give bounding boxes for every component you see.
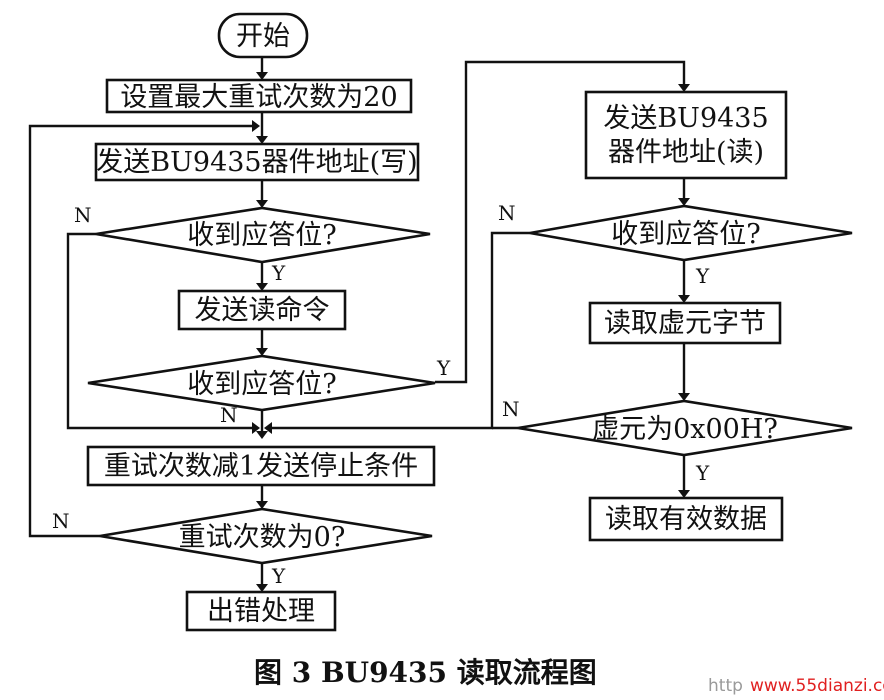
send-address-write-label: 发送BU9435器件地址(写) bbox=[96, 147, 417, 178]
figure-caption: 图 3 BU9435 读取流程图 bbox=[254, 656, 597, 689]
read-valid-data-label: 读取有效数据 bbox=[605, 504, 767, 535]
error-handling-process bbox=[185, 590, 337, 632]
ack3-label: 收到应答位? bbox=[611, 219, 760, 250]
arrowhead bbox=[256, 348, 268, 356]
arrowhead bbox=[256, 136, 268, 144]
retry-decrement-label: 重试次数减1发送停止条件 bbox=[104, 451, 418, 482]
read-dummy-byte-process bbox=[588, 301, 782, 345]
arrowhead bbox=[678, 393, 690, 401]
edge-label-ack3-yes: Y bbox=[695, 264, 710, 288]
edge-label-ack1-yes: Y bbox=[271, 261, 286, 285]
ack1-decision bbox=[95, 206, 431, 264]
retry-zero-decision bbox=[99, 507, 433, 565]
edge-label-dummy-yes: Y bbox=[695, 461, 710, 485]
arrowhead bbox=[256, 283, 268, 291]
edge-label-ack3-no: N bbox=[498, 201, 516, 225]
edge-label-zero-yes: Y bbox=[271, 564, 286, 588]
edge-ack1-no bbox=[66, 232, 254, 430]
start-label: 开始 bbox=[236, 21, 290, 52]
connectors bbox=[28, 57, 690, 592]
edge-ack2-yes bbox=[435, 60, 686, 384]
arrowhead bbox=[678, 295, 690, 303]
send-read-command-label: 发送读命令 bbox=[195, 295, 330, 326]
set-retry-process bbox=[105, 78, 413, 114]
ack3-decision bbox=[529, 204, 853, 262]
arrowhead bbox=[678, 84, 690, 92]
set-retry-label: 设置最大重试次数为20 bbox=[120, 82, 397, 113]
ack2-label: 收到应答位? bbox=[187, 369, 336, 400]
arrowhead bbox=[264, 422, 272, 434]
send-address-write-process bbox=[94, 142, 420, 182]
arrowhead bbox=[256, 431, 268, 439]
send-read-command-process bbox=[177, 289, 347, 331]
edge-label-zero-no: N bbox=[52, 509, 70, 533]
watermark-prefix: http bbox=[708, 676, 743, 696]
arrowhead bbox=[252, 120, 260, 132]
edge-label-ack1-no: N bbox=[74, 203, 92, 227]
dummy-check-decision bbox=[517, 399, 853, 457]
edge-ack3-no bbox=[270, 231, 530, 430]
arrowhead bbox=[678, 198, 690, 206]
arrowhead bbox=[256, 200, 268, 208]
arrowhead bbox=[256, 584, 268, 592]
edge-zero-no bbox=[28, 124, 254, 538]
edge-label-ack2-no: N bbox=[220, 403, 238, 427]
read-valid-data-process bbox=[588, 496, 784, 542]
edge-label-ack2-yes: Y bbox=[436, 356, 451, 380]
read-dummy-byte-label: 读取虚元字节 bbox=[604, 308, 766, 339]
start-terminator bbox=[217, 12, 309, 59]
send-address-read-label-line1: 发送BU9435 bbox=[603, 103, 768, 134]
arrowhead bbox=[256, 72, 268, 80]
arrowhead bbox=[252, 422, 260, 434]
ack2-decision bbox=[87, 354, 436, 412]
arrowhead bbox=[678, 490, 690, 498]
retry-decrement-process bbox=[86, 445, 436, 487]
watermark-site: www.55dianzi.com bbox=[750, 676, 884, 696]
error-handling-label: 出错处理 bbox=[207, 596, 315, 627]
send-address-read-process bbox=[584, 90, 788, 180]
dummy-check-label: 虚元为0x00H? bbox=[592, 414, 778, 445]
arrowhead bbox=[256, 501, 268, 509]
edge-label-dummy-no: N bbox=[502, 397, 520, 421]
ack1-label: 收到应答位? bbox=[187, 220, 336, 251]
send-address-read-label-line2: 器件地址(读) bbox=[608, 137, 764, 168]
retry-zero-label: 重试次数为0? bbox=[179, 522, 346, 553]
